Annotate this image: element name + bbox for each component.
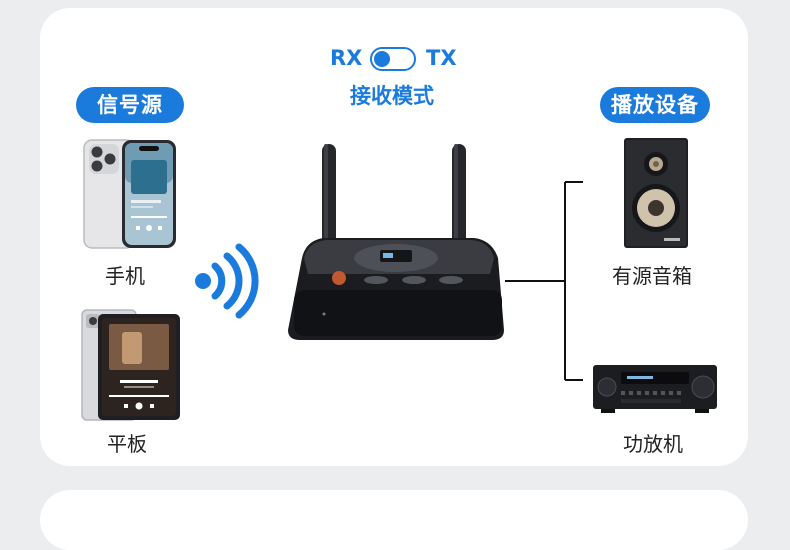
- source-title-pill: 信号源: [76, 87, 184, 123]
- toggle-knob: [374, 51, 390, 67]
- mode-caption: 接收模式: [332, 80, 452, 110]
- output-title: 播放设备: [611, 93, 699, 117]
- output-title-pill: 播放设备: [600, 87, 710, 123]
- source-title: 信号源: [97, 93, 163, 117]
- rx-label: RX: [330, 46, 362, 70]
- amplifier-icon: [593, 363, 718, 413]
- speaker-icon: [624, 138, 690, 250]
- mode-toggle[interactable]: [370, 47, 416, 71]
- source-label-tablet: 平板: [107, 428, 147, 457]
- smartphone-icon: [84, 138, 179, 250]
- connection-lines: [505, 180, 585, 382]
- wireless-signal-icon: [193, 244, 255, 318]
- output-label-speaker: 有源音箱: [612, 260, 692, 289]
- source-label-phone: 手机: [105, 260, 145, 289]
- bluetooth-receiver-device: [284, 140, 514, 346]
- output-label-amplifier: 功放机: [623, 428, 683, 457]
- mode-switch-row: RX TX: [330, 44, 460, 74]
- next-card: [40, 490, 748, 550]
- tx-label: TX: [426, 46, 457, 70]
- tablet-icon: [82, 310, 182, 422]
